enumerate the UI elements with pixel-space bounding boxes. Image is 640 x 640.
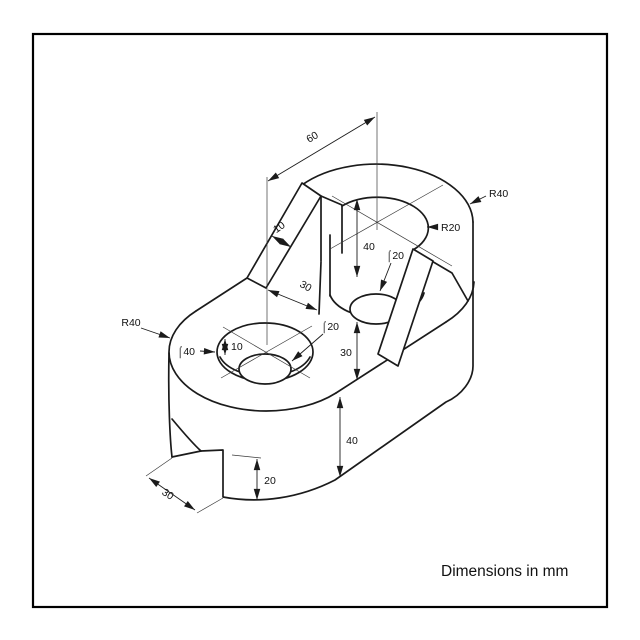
dim-dia20-upper-label: ⌠20 <box>386 250 404 263</box>
leader-dia20-lower <box>291 333 324 362</box>
dim-60-label: 60 <box>304 129 320 145</box>
recess-r20-arc <box>341 196 430 251</box>
slot-wedge <box>171 418 202 458</box>
lower-hole-ellipse <box>238 353 292 385</box>
center-lines <box>145 112 453 514</box>
dim-dia20-lower-label: ⌠20 <box>321 321 339 334</box>
base-lower-silhouette <box>200 221 474 501</box>
dim-30-slot-label: 30 <box>159 486 175 503</box>
dim-30-mid-label: 30 <box>340 347 352 359</box>
dim-10-cbore-label: 10 <box>231 341 243 353</box>
dim-r40-left-label: R40 <box>121 317 140 329</box>
dim-40-upper-label: 40 <box>363 241 375 253</box>
base-left-silhouette <box>167 352 173 458</box>
units-note: Dimensions in mm <box>441 563 568 580</box>
boss-outer-arc <box>301 163 474 223</box>
slot-20-extension <box>231 454 262 459</box>
right-rib <box>377 248 434 367</box>
upper-hole-centerlines <box>329 184 453 267</box>
base-top-rear-edge <box>195 277 248 312</box>
leader-dia40 <box>199 348 216 355</box>
leader-r40-left <box>140 327 171 339</box>
dim-r40-right-label: R40 <box>489 188 508 200</box>
dim-20-slot-label: 20 <box>264 475 276 487</box>
base-top-left-arc <box>168 310 337 412</box>
dim-r20-label: R20 <box>441 222 460 234</box>
leader-dia20-upper <box>379 262 392 292</box>
boss-base-edge <box>318 261 322 315</box>
dim-dia40-label: ⌠40 <box>177 346 195 359</box>
dim-40-base-label: 40 <box>346 435 358 447</box>
dim-line-30-rib <box>267 289 318 311</box>
dim-line-30-slot <box>148 477 196 511</box>
dim-line-10-rib <box>271 235 292 248</box>
dim-line-60 <box>267 116 376 182</box>
boss-front-wall <box>320 195 343 262</box>
dimensions: 60 R40 R20 ⌠20 40 30 R40 ⌠40 10 ⌠20 10 <box>121 116 508 511</box>
lower-hole-centerlines <box>220 325 313 379</box>
leader-r40-right <box>469 195 487 205</box>
slot-extension-lines <box>145 457 224 514</box>
left-rib <box>246 182 322 289</box>
sheet-border <box>31 32 609 609</box>
dim-30-rib-label: 30 <box>297 278 313 294</box>
